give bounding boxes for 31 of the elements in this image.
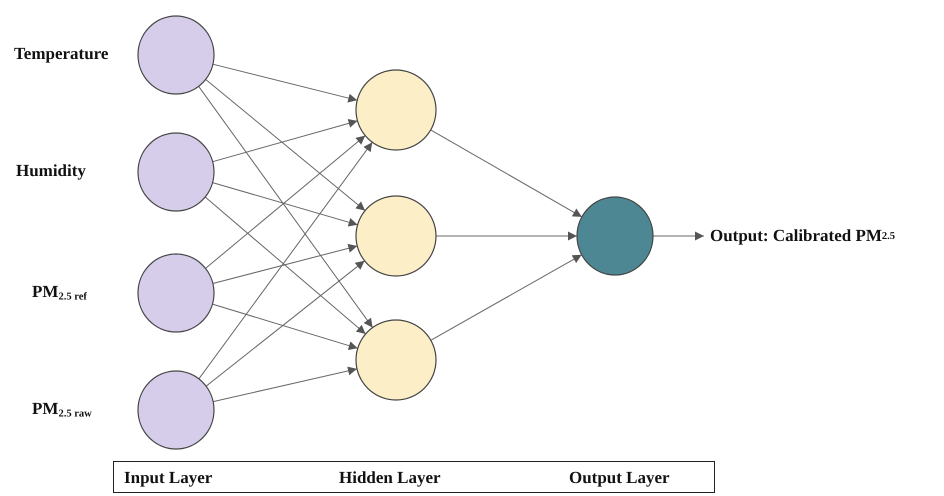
arrow	[204, 196, 366, 334]
layer-label: Input Layer	[124, 468, 212, 488]
arrow	[212, 119, 358, 162]
arrow	[205, 135, 366, 269]
arrow	[212, 304, 358, 350]
arrow	[205, 78, 366, 212]
arrow	[212, 182, 358, 227]
arrow	[652, 232, 704, 240]
layer-label: Output Layer	[569, 468, 670, 488]
neuron-circle	[356, 196, 436, 276]
layer-label: Hidden Layer	[339, 468, 441, 488]
neuron-circle	[138, 254, 214, 332]
arrow	[212, 244, 358, 284]
neuron-circle	[356, 320, 436, 400]
arrow	[212, 64, 358, 102]
neuron-circle	[138, 371, 214, 449]
neuron-circle	[577, 197, 653, 275]
arrow	[436, 232, 578, 240]
neuron-circle	[356, 70, 436, 150]
arrow	[212, 366, 358, 402]
neuron-circle	[138, 16, 214, 94]
arrow	[430, 254, 582, 341]
arrow	[430, 129, 582, 218]
input-label: Humidity	[16, 161, 86, 181]
input-label: PM$_{2.5 raw}$	[32, 399, 92, 420]
input-label: PM$_{2.5 ref}$	[32, 282, 87, 303]
input-label: Temperature	[14, 44, 108, 64]
arrow	[206, 260, 366, 387]
arrow	[198, 142, 373, 380]
neuron-circle	[138, 133, 214, 211]
arrow	[198, 86, 374, 328]
